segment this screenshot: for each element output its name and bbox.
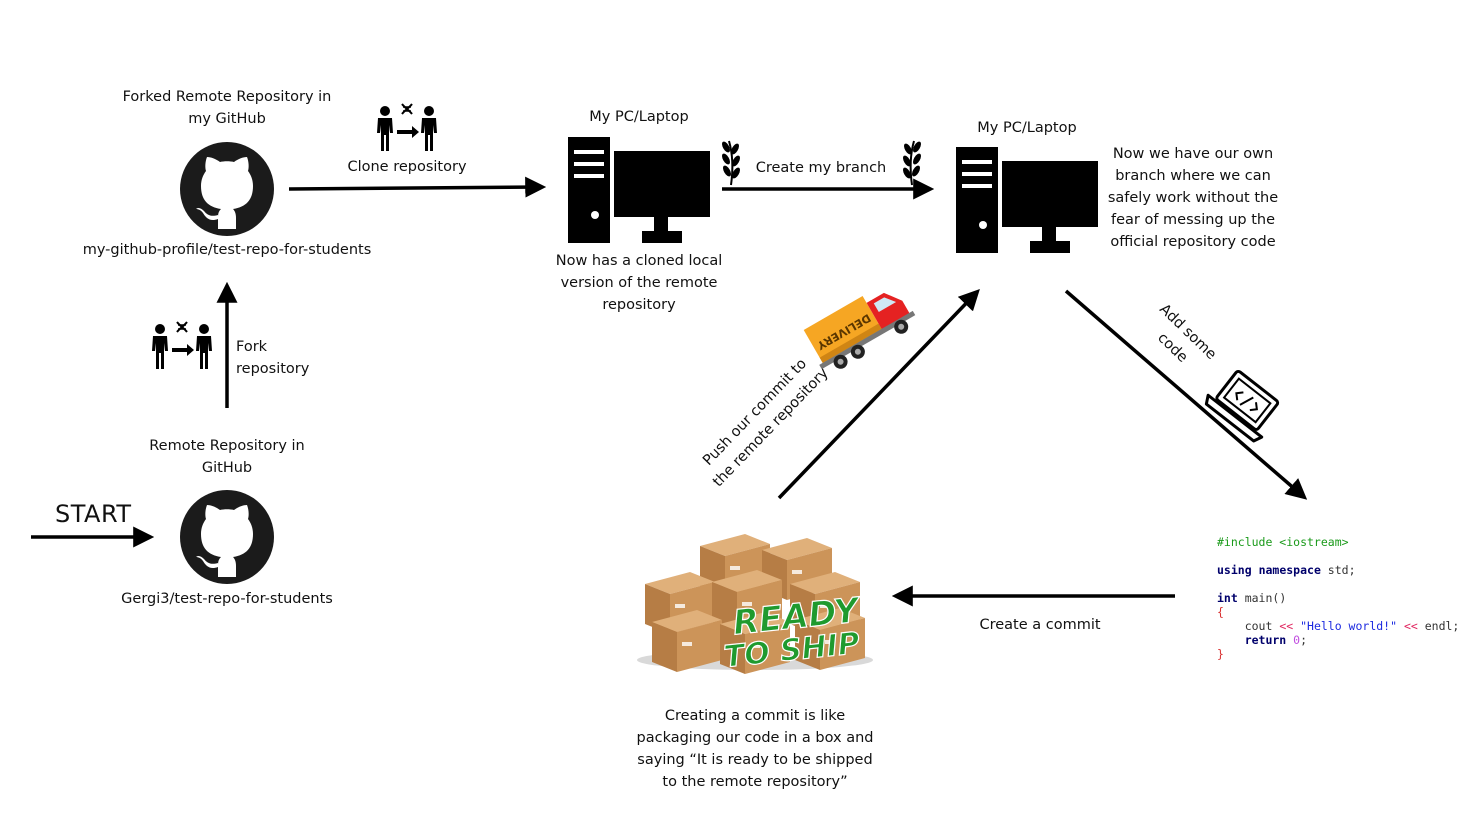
code-cout: cout [1217,619,1280,633]
laptop-code-icon [1204,369,1280,443]
code-operator: << [1403,619,1418,633]
code-snippet: #include <iostream> using namespace std;… [1217,535,1459,661]
clone-step-label: Clone repository [347,159,467,175]
arrow-clone [288,176,547,198]
code-string: "Hello world!" [1293,619,1404,633]
forked-repo-path: my-github-profile/test-repo-for-students [82,242,372,258]
commit-caption: Creating a commit is like packaging our … [636,708,874,790]
arrow-add-code [1064,289,1308,500]
pc2-caption: Now we have our own branch where we can … [1107,146,1279,250]
code-close-brace: } [1217,647,1224,661]
code-line-include: #include <iostream> [1217,535,1349,549]
pc2-title: My PC/Laptop [977,120,1077,136]
code-main-signature: main() [1237,591,1287,605]
delivery-truck-icon: DELIVERY [803,292,916,370]
branch-laurel-icon [900,139,924,186]
github-logo-icon [180,490,274,584]
pc1-title: My PC/Laptop [589,109,689,125]
code-keyword-using: using [1217,563,1252,577]
github-logo-icon [180,142,274,236]
start-label: START [55,500,132,528]
branch-laurel-icon [719,139,743,186]
forked-repo-title: Forked Remote Repository in my GitHub [122,89,332,127]
code-open-brace: { [1217,605,1224,619]
remote-repo-path: Gergi3/test-repo-for-students [121,591,333,607]
arrow-push [777,288,980,500]
ready-to-ship-boxes-icon: READY TO SHIP [637,534,873,676]
remote-repo-title: Remote Repository in GitHub [149,438,305,476]
pc1-caption: Now has a cloned local version of the re… [555,253,723,313]
code-keyword-int: int [1217,591,1238,605]
clone-people-icon [377,104,437,151]
code-keyword-namespace: namespace [1258,563,1321,577]
fork-step-label: Fork repository [236,339,310,377]
code-namespace-std: std; [1320,563,1356,577]
commit-step-label: Create a commit [979,617,1101,633]
fork-people-icon [152,322,212,369]
branch-step-label: Create my branch [755,160,887,176]
code-keyword-return: return [1217,633,1287,647]
code-number: 0 [1286,633,1301,647]
code-endl: endl; [1417,619,1460,633]
desktop-computer-icon [568,137,710,243]
desktop-computer-icon [956,147,1098,253]
code-operator: << [1279,619,1294,633]
code-semicolon: ; [1300,633,1308,647]
